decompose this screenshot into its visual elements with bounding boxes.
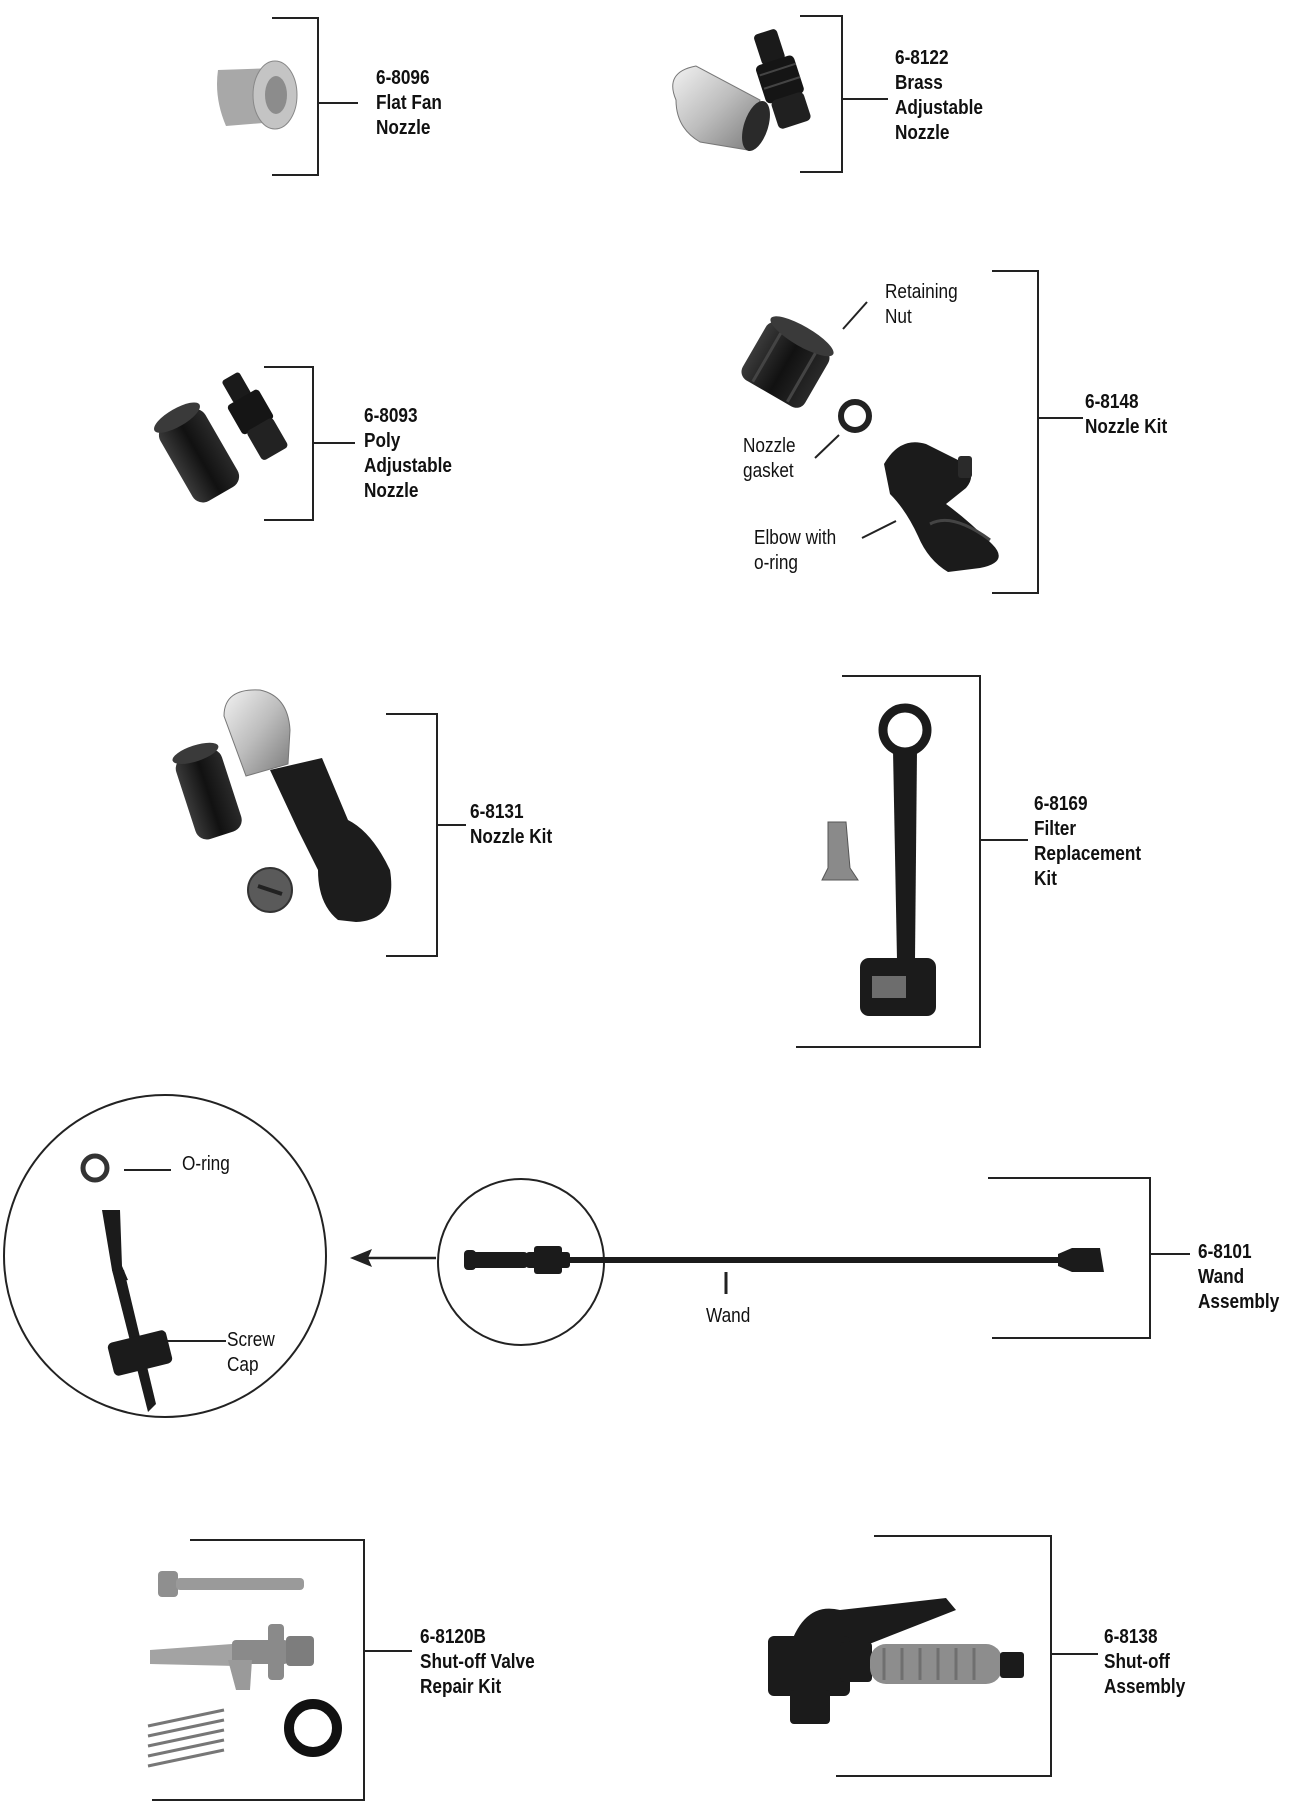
nozzle-kit-8131-image [172,689,392,922]
bracket-wand [988,1177,1190,1339]
bracket-8148 [992,270,1083,594]
wand-detail-image [80,1153,173,1412]
bracket-shutoff [836,1535,1098,1777]
bracket-filter [796,675,1028,1048]
valve-repair-kit-image [147,1571,342,1768]
callout-wand: Wand [706,1305,751,1327]
filter-kit-image [821,703,936,1016]
poly-nozzle-image [154,372,288,503]
flat-fan-nozzle-image [217,60,298,130]
nozzle-kit-8148-image [741,316,999,572]
bracket-poly [264,366,355,521]
bracket-8131 [386,713,466,957]
shutoff-assembly-image [768,1598,1024,1724]
detail-circle-large [3,1094,327,1418]
brass-nozzle-image [672,29,811,152]
bracket-valve [152,1539,412,1801]
bracket-flat-fan [272,17,358,176]
callout-oring: O-ring [182,1153,230,1175]
wand-image [464,1246,1104,1274]
bracket-brass [800,15,888,173]
